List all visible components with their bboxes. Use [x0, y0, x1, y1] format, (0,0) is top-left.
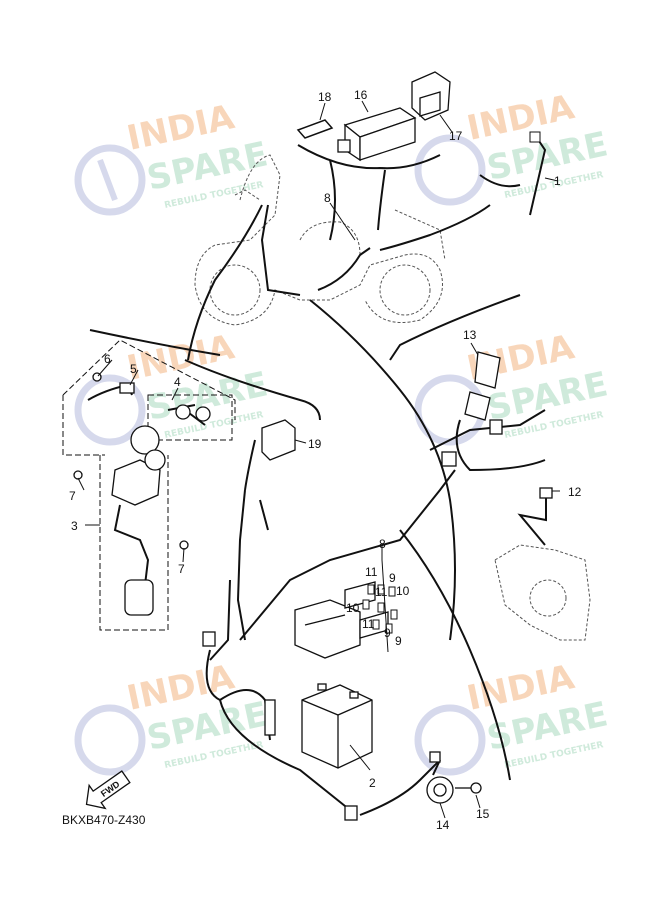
battery-part — [301, 683, 373, 769]
diagram-code: BKXB470-Z430 — [62, 813, 146, 827]
engine-outline — [494, 544, 591, 641]
callout-14: 14 — [436, 818, 450, 832]
callout-5: 5 — [130, 362, 137, 376]
callout-11b: 11 — [375, 585, 388, 599]
main-switch-part — [73, 372, 211, 616]
leader-lines — [77, 100, 560, 819]
callout-8b: 8 — [379, 537, 386, 551]
bolt-12 — [517, 487, 553, 546]
callout-9a: 9 — [389, 571, 396, 585]
callout-13: 13 — [463, 328, 477, 342]
bolt-15 — [455, 782, 482, 794]
center-harness — [202, 469, 456, 821]
callout-6: 6 — [104, 352, 111, 366]
callout-8a: 8 — [324, 191, 331, 205]
callout-17: 17 — [449, 129, 463, 143]
callout-11a: 11 — [365, 565, 378, 579]
callout-19: 19 — [308, 437, 322, 451]
callout-4: 4 — [174, 375, 181, 389]
sub-harness-connector — [429, 351, 546, 472]
callout-1: 1 — [554, 174, 561, 188]
callout-10a: 10 — [396, 584, 410, 598]
scooter-outline — [194, 154, 446, 326]
callout-2: 2 — [369, 776, 376, 790]
callout-11c: 11 — [362, 617, 375, 631]
callout-10b: 10 — [346, 601, 360, 615]
callouts: 1 2 3 4 5 6 7 7 8 8 9 9 9 10 10 11 11 11… — [69, 88, 582, 832]
horn-part — [426, 751, 454, 804]
callout-9b: 9 — [384, 626, 391, 640]
watermark-top-left: INDIA SPARE REBUILD TOGETHER — [74, 97, 271, 216]
coupler-cap-part — [411, 71, 451, 121]
relay-19 — [236, 419, 296, 641]
callout-16: 16 — [354, 88, 368, 102]
callout-18: 18 — [318, 90, 332, 104]
watermark-bottom-right: INDIA SPARE REBUILD TOGETHER — [414, 657, 611, 776]
harness-lines — [89, 144, 521, 781]
callout-15: 15 — [476, 807, 490, 821]
callout-7a: 7 — [69, 489, 76, 503]
watermark-bottom-left: INDIA SPARE REBUILD TOGETHER — [74, 657, 271, 776]
callout-12: 12 — [568, 485, 582, 499]
clip-part — [296, 119, 334, 139]
callout-3: 3 — [71, 519, 78, 533]
cable-band-part — [529, 131, 547, 216]
callout-9c: 9 — [395, 634, 402, 648]
main-switch-box — [62, 339, 236, 631]
relay-part — [337, 107, 417, 162]
callout-7b: 7 — [178, 562, 185, 576]
